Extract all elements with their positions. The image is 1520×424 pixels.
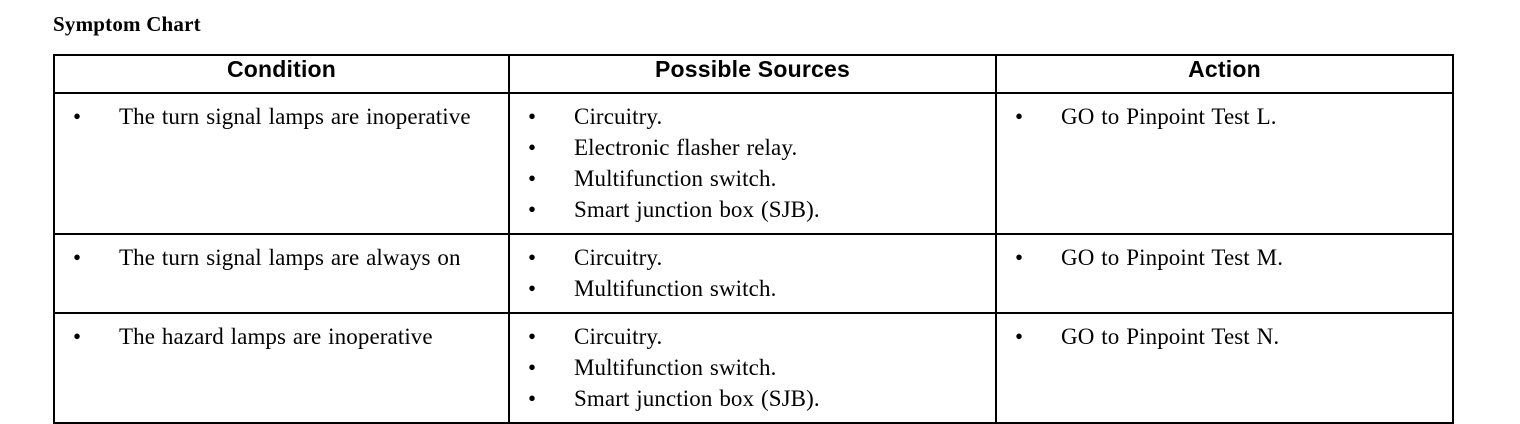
bullet-icon: • xyxy=(528,104,537,129)
list-item: • Smart junction box (SJB). xyxy=(514,383,991,414)
list-item: • The turn signal lamps are inoperative xyxy=(59,101,504,132)
list-item-label: Multifunction switch. xyxy=(574,355,777,380)
bullet-icon: • xyxy=(528,135,537,160)
list-item-label: Multifunction switch. xyxy=(574,166,777,191)
bullet-icon: • xyxy=(528,386,537,411)
list-item: • Smart junction box (SJB). xyxy=(514,194,991,225)
cell-possible-sources: • Circuitry. • Multifunction switch. • S… xyxy=(508,312,997,424)
cell-condition: • The hazard lamps are inoperative xyxy=(53,312,510,424)
bullet-icon: • xyxy=(73,245,82,270)
list-item: • Circuitry. xyxy=(514,321,991,352)
list-item-label: The turn signal lamps are inoperative xyxy=(119,104,471,129)
cell-action: • GO to Pinpoint Test L. xyxy=(995,92,1454,235)
header-row: Condition Possible Sources Action xyxy=(53,54,1454,94)
list-item-label: Circuitry. xyxy=(574,245,663,270)
bullet-icon: • xyxy=(528,166,537,191)
cell-condition: • The turn signal lamps are always on xyxy=(53,233,510,314)
list-item: • The turn signal lamps are always on xyxy=(59,242,504,273)
table-body: • The turn signal lamps are inoperative … xyxy=(53,92,1454,424)
list-item-label: GO to Pinpoint Test N. xyxy=(1061,324,1280,349)
bullet-icon: • xyxy=(1015,104,1024,129)
column-header-condition: Condition xyxy=(53,54,510,94)
bullet-icon: • xyxy=(528,197,537,222)
bullet-icon: • xyxy=(528,324,537,349)
symptom-chart-table: Condition Possible Sources Action • The … xyxy=(53,54,1454,424)
list-item-label: The hazard lamps are inoperative xyxy=(119,324,433,349)
sources-list: • Circuitry. • Multifunction switch. xyxy=(514,242,991,304)
page-title: Symptom Chart xyxy=(53,12,201,36)
table-row: • The hazard lamps are inoperative • Cir… xyxy=(53,312,1454,424)
list-item-label: The turn signal lamps are always on xyxy=(119,245,461,270)
table-row: • The turn signal lamps are inoperative … xyxy=(53,92,1454,235)
list-item-label: Circuitry. xyxy=(574,324,663,349)
cell-possible-sources: • Circuitry. • Multifunction switch. xyxy=(508,233,997,314)
action-list: • GO to Pinpoint Test L. xyxy=(1001,101,1448,132)
sources-list: • Circuitry. • Electronic flasher relay.… xyxy=(514,101,991,225)
list-item-label: Circuitry. xyxy=(574,104,663,129)
bullet-icon: • xyxy=(1015,324,1024,349)
list-item-label: Smart junction box (SJB). xyxy=(574,197,820,222)
column-header-possible-sources: Possible Sources xyxy=(508,54,997,94)
list-item: • Circuitry. xyxy=(514,101,991,132)
list-item: • Multifunction switch. xyxy=(514,273,991,304)
list-item: • Circuitry. xyxy=(514,242,991,273)
list-item-label: Electronic flasher relay. xyxy=(574,135,798,160)
condition-list: • The hazard lamps are inoperative xyxy=(59,321,504,352)
action-list: • GO to Pinpoint Test M. xyxy=(1001,242,1448,273)
table-row: • The turn signal lamps are always on • … xyxy=(53,233,1454,314)
cell-possible-sources: • Circuitry. • Electronic flasher relay.… xyxy=(508,92,997,235)
list-item: • GO to Pinpoint Test M. xyxy=(1001,242,1448,273)
list-item-label: GO to Pinpoint Test M. xyxy=(1061,245,1284,270)
list-item-label: Smart junction box (SJB). xyxy=(574,386,820,411)
list-item: • Multifunction switch. xyxy=(514,163,991,194)
condition-list: • The turn signal lamps are always on xyxy=(59,242,504,273)
table-header: Condition Possible Sources Action xyxy=(53,54,1454,94)
condition-list: • The turn signal lamps are inoperative xyxy=(59,101,504,132)
bullet-icon: • xyxy=(528,276,537,301)
list-item: • Multifunction switch. xyxy=(514,352,991,383)
bullet-icon: • xyxy=(528,245,537,270)
bullet-icon: • xyxy=(1015,245,1024,270)
list-item: • GO to Pinpoint Test L. xyxy=(1001,101,1448,132)
list-item-label: GO to Pinpoint Test L. xyxy=(1061,104,1277,129)
list-item: • The hazard lamps are inoperative xyxy=(59,321,504,352)
bullet-icon: • xyxy=(73,324,82,349)
cell-condition: • The turn signal lamps are inoperative xyxy=(53,92,510,235)
cell-action: • GO to Pinpoint Test M. xyxy=(995,233,1454,314)
sources-list: • Circuitry. • Multifunction switch. • S… xyxy=(514,321,991,414)
bullet-icon: • xyxy=(528,355,537,380)
bullet-icon: • xyxy=(73,104,82,129)
cell-action: • GO to Pinpoint Test N. xyxy=(995,312,1454,424)
list-item-label: Multifunction switch. xyxy=(574,276,777,301)
list-item: • Electronic flasher relay. xyxy=(514,132,991,163)
list-item: • GO to Pinpoint Test N. xyxy=(1001,321,1448,352)
column-header-action: Action xyxy=(995,54,1454,94)
action-list: • GO to Pinpoint Test N. xyxy=(1001,321,1448,352)
